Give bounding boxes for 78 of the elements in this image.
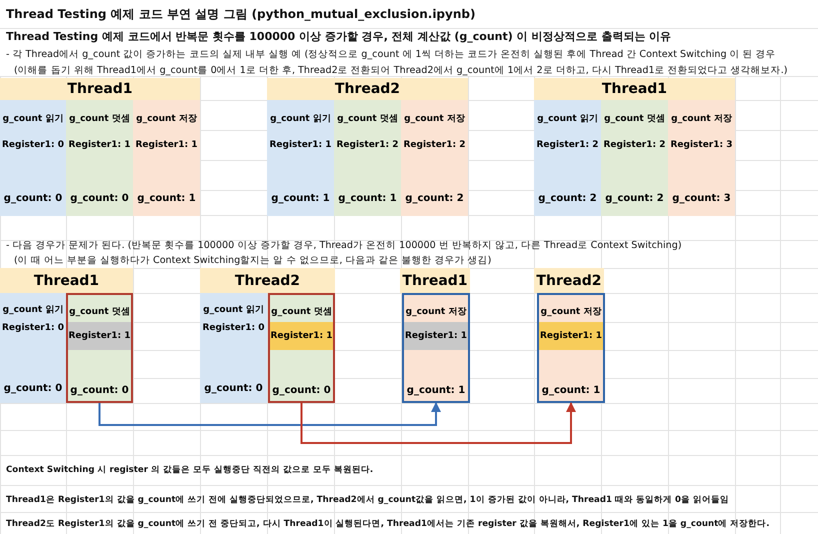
register-value: Register1: 2 (402, 140, 467, 150)
note-text: - 다음 경우가 문제가 된다. (반복문 횟수를 100000 이상 증가할 경우, Thread가 온전히 100000 번 반복하지 않고, 다른 Thread로 Context Switching) (6, 239, 682, 252)
step-name: g_count 저장 (540, 306, 602, 318)
step-column (66, 100, 133, 216)
thread-header: Thread1 (0, 78, 200, 100)
step-column (0, 293, 66, 403)
count-value: g_count: 0 (203, 383, 264, 394)
note-text: Thread2도 Register1의 값을 g_count에 쓰기 전 중단되고, 다시 Thread1이 실행된다면, Thread1에서는 기존 register 값을 복원해서, Register1에 있는 1을 g_count에 저장한다. (6, 518, 770, 530)
thread-header: Thread1 (534, 78, 735, 100)
count-value: g_count: 0 (69, 385, 130, 396)
step-name: g_count 읽기 (202, 304, 265, 316)
highlighted-register-value: Register1: 1 (404, 322, 468, 350)
step-column (200, 293, 267, 403)
count-value: g_count: 0 (69, 193, 130, 204)
step-column (668, 100, 735, 216)
step-column (268, 293, 335, 403)
thread-header: Thread1 (400, 268, 470, 293)
register-value: Register1: 0 (0, 323, 66, 333)
arrow (300, 402, 576, 444)
register-value: Register1: 2 (535, 140, 600, 150)
step-column (334, 100, 401, 216)
thread-header: Thread2 (200, 268, 335, 293)
step-column (534, 100, 601, 216)
step-column (133, 100, 200, 216)
step-name: g_count 저장 (670, 113, 733, 125)
step-name: g_count 덧셈 (603, 113, 666, 125)
register-value: Register1: 1 (268, 140, 333, 150)
thread-header: Thread2 (534, 268, 604, 293)
register-value: Register1: 1 (67, 140, 132, 150)
step-name: g_count 읽기 (536, 113, 599, 125)
count-value: g_count: 0 (271, 385, 332, 396)
step-name: g_count 읽기 (2, 113, 64, 125)
register-value: Register1: 0 (201, 323, 266, 333)
thread-header: Thread2 (267, 78, 468, 100)
step-name: g_count 덧셈 (68, 113, 131, 125)
step-name: g_count 저장 (403, 113, 466, 125)
note-text: (이해를 돕기 위해 Thread1에서 g_count를 0에서 1로 더한 후, Thread2로 전환되어 Thread2에서 g_count에 1에서 2로 더하고, 다시 Thread1로 전환되었다고 생각해보자.) (14, 64, 788, 77)
arrow (98, 402, 441, 426)
step-column (0, 100, 66, 216)
step-column (401, 100, 468, 216)
highlighted-register-value: Register1: 1 (68, 322, 131, 350)
register-value: Register1: 0 (0, 140, 66, 150)
note-text: Context Switching 시 register 의 값들은 모두 실행중단 직전의 값으로 모두 복원된다. (6, 464, 374, 476)
step-column (601, 100, 668, 216)
count-value: g_count: 1 (540, 385, 602, 396)
count-value: g_count: 1 (337, 193, 398, 204)
step-name: g_count 덧셈 (68, 306, 131, 318)
count-value: g_count: 1 (136, 193, 197, 204)
register-value: Register1: 1 (134, 140, 199, 150)
heading: Thread Testing 예제 코드에서 반복문 횟수를 100000 이상 증가할 경우, 전체 계산값 (g_count) 이 비정상적으로 출력되는 이유 (6, 29, 672, 44)
count-value: g_count: 2 (604, 193, 665, 204)
count-value: g_count: 0 (2, 383, 64, 394)
step-name: g_count 덧셈 (270, 306, 333, 318)
register-value: Register1: 3 (669, 140, 734, 150)
count-value: g_count: 1 (270, 193, 331, 204)
step-column (537, 293, 605, 403)
register-value: Register1: 2 (602, 140, 667, 150)
count-value: g_count: 0 (2, 193, 64, 204)
step-name: g_count 읽기 (2, 304, 64, 316)
title: Thread Testing 예제 코드 부연 설명 그림 (python_mutual_exclusion.ipynb) (6, 6, 476, 23)
step-name: g_count 저장 (135, 113, 198, 125)
step-name: g_count 덧셈 (336, 113, 399, 125)
step-name: g_count 읽기 (269, 113, 332, 125)
count-value: g_count: 3 (671, 193, 732, 204)
note-text: Thread1은 Register1의 값을 g_count에 쓰기 전에 실행중단되었으므로, Thread2에서 g_count값을 읽으면, 1이 증가된 값이 아니라, Thread1 때와 동일하게 0을 읽어들임 (6, 494, 729, 506)
note-text: (이 때 어느 부분을 실행하다가 Context Switching할지는 알 수 없으므로, 다음과 같은 불행한 경우가 생김) (14, 254, 492, 267)
highlighted-register-value: Register1: 1 (539, 322, 603, 350)
count-value: g_count: 1 (406, 385, 466, 396)
note-text: - 각 Thread에서 g_count 값이 증가하는 코드의 실제 내부 실행 예 (정상적으로 g_count 에 1씩 더하는 코드가 온전히 실행된 후에 Thread 간 Context Switching 이 된 경우 (6, 48, 776, 61)
step-name: g_count 저장 (404, 306, 468, 318)
highlighted-register-value: Register1: 1 (270, 322, 333, 350)
step-column (66, 293, 133, 403)
count-value: g_count: 2 (404, 193, 465, 204)
thread-header: Thread1 (0, 268, 133, 293)
count-value: g_count: 2 (537, 193, 598, 204)
step-column (402, 293, 470, 403)
step-column (267, 100, 334, 216)
register-value: Register1: 2 (335, 140, 400, 150)
